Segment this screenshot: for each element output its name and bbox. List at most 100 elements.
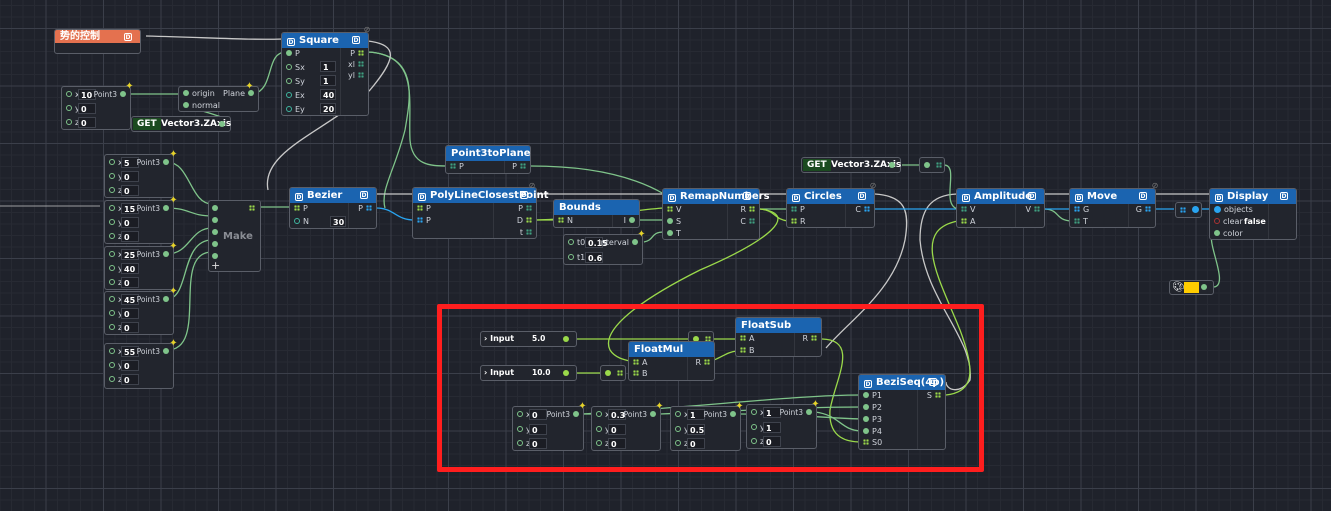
toggle-icon[interactable]: D — [360, 191, 368, 199]
toggle-icon[interactable]: D — [792, 194, 800, 202]
pin-icon[interactable]: ✦ — [169, 149, 178, 160]
color-picker-node[interactable]: 🎨︎ — [1169, 280, 1214, 295]
make-input-2[interactable] — [212, 217, 218, 223]
pin-icon[interactable]: ✦ — [735, 401, 744, 412]
make-input-5[interactable] — [212, 253, 218, 259]
port-n[interactable]: N — [294, 216, 309, 228]
relay-input[interactable] — [924, 162, 930, 168]
input-value[interactable]: 5.0 — [532, 334, 546, 343]
point3-node[interactable]: x 1 y 0.5 z 0 Point3 — [670, 406, 741, 451]
port-sy[interactable]: Sy — [286, 76, 305, 88]
pin-icon[interactable]: ✦ — [578, 401, 587, 412]
y-field[interactable]: 0 — [78, 103, 96, 114]
y-field[interactable]: 40 — [121, 263, 139, 274]
toggle-icon[interactable]: D — [124, 33, 132, 41]
z-field[interactable]: 0 — [121, 185, 139, 196]
floatsub-node[interactable]: FloatSub A B R — [735, 317, 822, 357]
out-r[interactable]: R — [740, 204, 755, 216]
make-node[interactable]: + Make — [208, 200, 261, 272]
out-v[interactable]: V — [1026, 204, 1040, 216]
plane-node[interactable]: origin normal Plane — [178, 86, 259, 112]
relay-node[interactable] — [919, 157, 945, 173]
t0-field[interactable]: 0.15 — [585, 237, 608, 248]
pin-icon[interactable]: ✦ — [125, 81, 134, 92]
out-p[interactable]: P — [512, 161, 526, 173]
make-input-1[interactable] — [212, 205, 218, 211]
port-p[interactable]: P — [417, 203, 431, 215]
point3-node[interactable]: x 25 y 40 z 0 Point3 — [104, 246, 174, 290]
port-g[interactable]: G — [1074, 204, 1089, 216]
port-objects[interactable]: objects — [1214, 204, 1253, 216]
port-p3[interactable]: P3 — [863, 414, 882, 426]
x-field[interactable]: 10 — [78, 89, 96, 100]
toggle-icon[interactable]: D — [929, 378, 937, 386]
floatmul-node[interactable]: FloatMul A B R — [628, 341, 715, 381]
relay-input[interactable] — [693, 336, 699, 342]
toggle-icon[interactable]: D — [1139, 192, 1147, 200]
z-field[interactable]: 0 — [763, 436, 781, 447]
port-t[interactable]: T — [667, 228, 681, 240]
out-port[interactable] — [563, 336, 569, 342]
toggle-icon[interactable]: D — [295, 193, 303, 201]
make-input-3[interactable] — [212, 229, 218, 235]
hidden-eye-icon[interactable]: ⊘ — [363, 25, 371, 34]
z-field[interactable]: 0 — [78, 117, 96, 128]
out-i[interactable]: I — [624, 215, 635, 227]
y-field[interactable]: 0.5 — [687, 424, 705, 435]
port-p[interactable]: P — [450, 161, 464, 173]
hidden-eye-icon[interactable]: ⊘ — [528, 181, 536, 190]
out-port[interactable] — [889, 162, 895, 168]
out-r[interactable]: R — [802, 333, 817, 345]
port-origin[interactable]: origin — [183, 88, 215, 100]
port-ey[interactable]: Ey — [286, 104, 305, 116]
port-a[interactable]: A — [633, 357, 647, 369]
port-p[interactable]: P — [294, 203, 308, 215]
point3-node[interactable]: x 0.3 y 0 z 0 Point3 — [591, 406, 661, 451]
point3-node[interactable]: x 45 y 0 z 0 Point3 — [104, 291, 174, 335]
toggle-icon[interactable]: D — [668, 194, 676, 202]
port-sx[interactable]: Sx — [286, 62, 305, 74]
port-p2[interactable]: P2 — [863, 402, 882, 414]
point3-node[interactable]: x 10 y 0 z 0 Point3 — [61, 86, 131, 130]
input-node[interactable]: › Input 5.0 — [480, 331, 577, 347]
toggle-icon[interactable]: D — [864, 380, 872, 388]
palette-icon[interactable]: 🎨︎ — [1172, 282, 1185, 293]
port-s[interactable]: S — [667, 216, 681, 228]
relay-output[interactable] — [936, 162, 942, 168]
sy-field[interactable]: 1 — [320, 75, 336, 86]
toggle-icon[interactable]: D — [858, 192, 866, 200]
input-value[interactable]: 10.0 — [532, 368, 551, 377]
y-field[interactable]: 0 — [121, 217, 139, 228]
relay-input[interactable] — [605, 370, 611, 376]
point3-node[interactable]: x 15 y 0 z 0 Point3 — [104, 200, 174, 244]
x-field[interactable]: 1 — [763, 407, 781, 418]
toggle-icon[interactable]: D — [418, 193, 426, 201]
out-plane[interactable]: Plane — [223, 88, 254, 100]
pin-icon[interactable]: ✦ — [245, 81, 254, 92]
out-port[interactable] — [563, 370, 569, 376]
hidden-eye-icon[interactable]: ⊘ — [869, 181, 877, 190]
pin-icon[interactable]: ✦ — [169, 195, 178, 206]
z-field[interactable]: 0 — [687, 438, 705, 449]
relay-output[interactable] — [1192, 206, 1199, 213]
toggle-icon[interactable]: D — [352, 36, 360, 44]
pin-icon[interactable]: ✦ — [169, 286, 178, 297]
out-d[interactable]: D — [517, 215, 532, 227]
color-swatch[interactable] — [1184, 282, 1199, 293]
ey-field[interactable]: 20 — [320, 103, 336, 114]
x-field[interactable]: 25 — [121, 249, 139, 260]
toggle-icon[interactable]: D — [1280, 192, 1288, 200]
out-r[interactable]: R — [695, 357, 710, 369]
make-input-4[interactable] — [212, 241, 218, 247]
control-node[interactable]: 势的控制 D — [54, 29, 141, 54]
relay-output[interactable] — [705, 336, 711, 342]
make-output[interactable] — [249, 205, 255, 211]
x-field[interactable]: 0 — [529, 409, 547, 420]
x-field[interactable]: 1 — [687, 409, 705, 420]
